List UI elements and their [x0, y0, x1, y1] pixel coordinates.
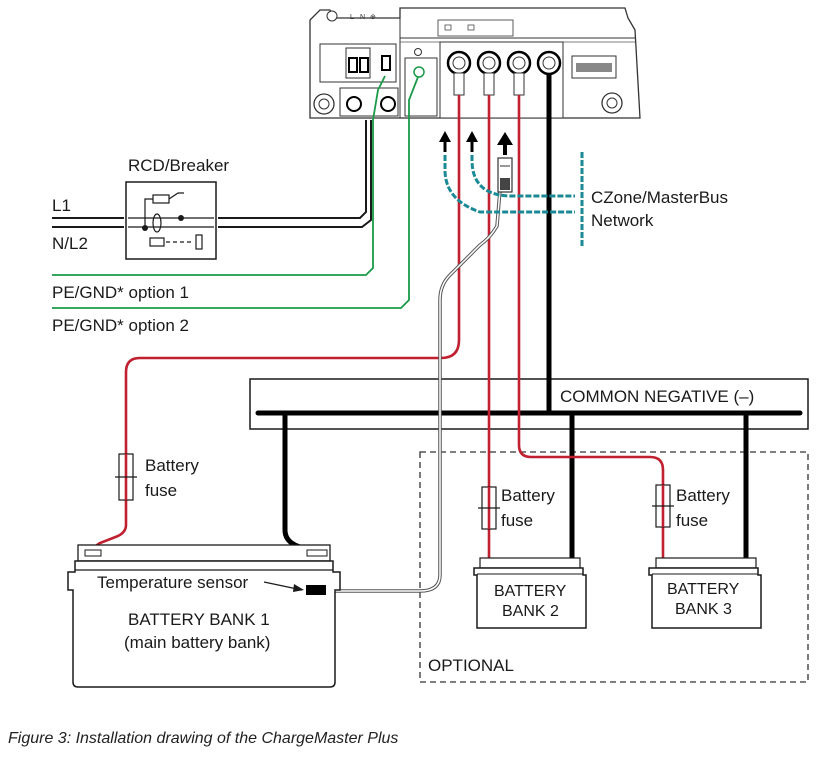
dc-terminal-negative	[536, 50, 562, 76]
arrow-up-icon	[439, 131, 451, 152]
fuse3-label-line2: fuse	[676, 511, 708, 530]
dc-terminal-3	[506, 50, 532, 96]
network-label-line2: Network	[591, 211, 654, 230]
battery-bank-2: BATTERY BANK 2	[473, 557, 587, 629]
ac-terminal-label-n: N	[360, 14, 365, 21]
pe-option2-label: PE/GND* option 2	[52, 316, 189, 335]
bank1-label-line1: BATTERY BANK 1	[128, 610, 270, 629]
bank2-label-line2: BANK 2	[502, 603, 559, 620]
arrow-up-icon	[466, 131, 478, 152]
bank3-label-line2: BANK 3	[675, 601, 732, 618]
temperature-sensor-cable	[325, 157, 513, 593]
nl2-label: N/L2	[52, 234, 88, 253]
rcd-breaker: RCD/Breaker	[125, 156, 229, 260]
bank1-label-line2: (main battery bank)	[124, 633, 270, 652]
charger-device: L N ⊕	[309, 7, 641, 119]
fuse1-label-line1: Battery	[145, 456, 199, 475]
network-label-line1: CZone/MasterBus	[591, 188, 728, 207]
fuse-bank1: Battery fuse	[115, 453, 199, 501]
ac-wiring	[52, 120, 372, 228]
fuse-bank2: Battery fuse	[478, 486, 555, 530]
fuse2-label-line2: fuse	[501, 511, 533, 530]
ground-wires	[52, 75, 419, 309]
ac-terminal-label-ground: ⊕	[370, 14, 376, 21]
ac-terminal-label-l: L	[350, 14, 354, 21]
temp-sensor-label: Temperature sensor	[97, 573, 249, 592]
figure-caption: Figure 3: Installation drawing of the Ch…	[8, 730, 399, 747]
ground-stud	[404, 48, 438, 117]
ac-terminal-block: L N ⊕	[313, 10, 399, 117]
dip-switch	[571, 55, 617, 79]
common-negative-label: COMMON NEGATIVE (–)	[560, 387, 754, 406]
optional-label: OPTIONAL	[428, 656, 514, 675]
pe-option1-label: PE/GND* option 1	[52, 283, 189, 302]
common-negative-bus: COMMON NEGATIVE (–)	[249, 378, 809, 430]
l1-label: L1	[52, 196, 71, 215]
fuse3-label-line1: Battery	[676, 486, 730, 505]
rcd-label: RCD/Breaker	[128, 156, 229, 175]
dc-terminal-1	[446, 50, 472, 96]
battery-bank-3: BATTERY BANK 3	[648, 557, 762, 629]
dc-terminal-2	[476, 50, 502, 96]
fuse1-label-line2: fuse	[145, 481, 177, 500]
bank3-label-line1: BATTERY	[667, 581, 740, 598]
network-cables: CZone/MasterBus Network	[439, 131, 728, 248]
bank2-label-line1: BATTERY	[494, 583, 567, 600]
dc-terminals	[439, 41, 564, 119]
arrow-up-icon	[497, 132, 513, 155]
optional-box: OPTIONAL	[419, 451, 809, 683]
battery-bank-1: Temperature sensor BATTERY BANK 1 (main …	[67, 544, 341, 688]
fuse2-label-line1: Battery	[501, 486, 555, 505]
fuse-bank3: Battery fuse	[652, 484, 730, 530]
